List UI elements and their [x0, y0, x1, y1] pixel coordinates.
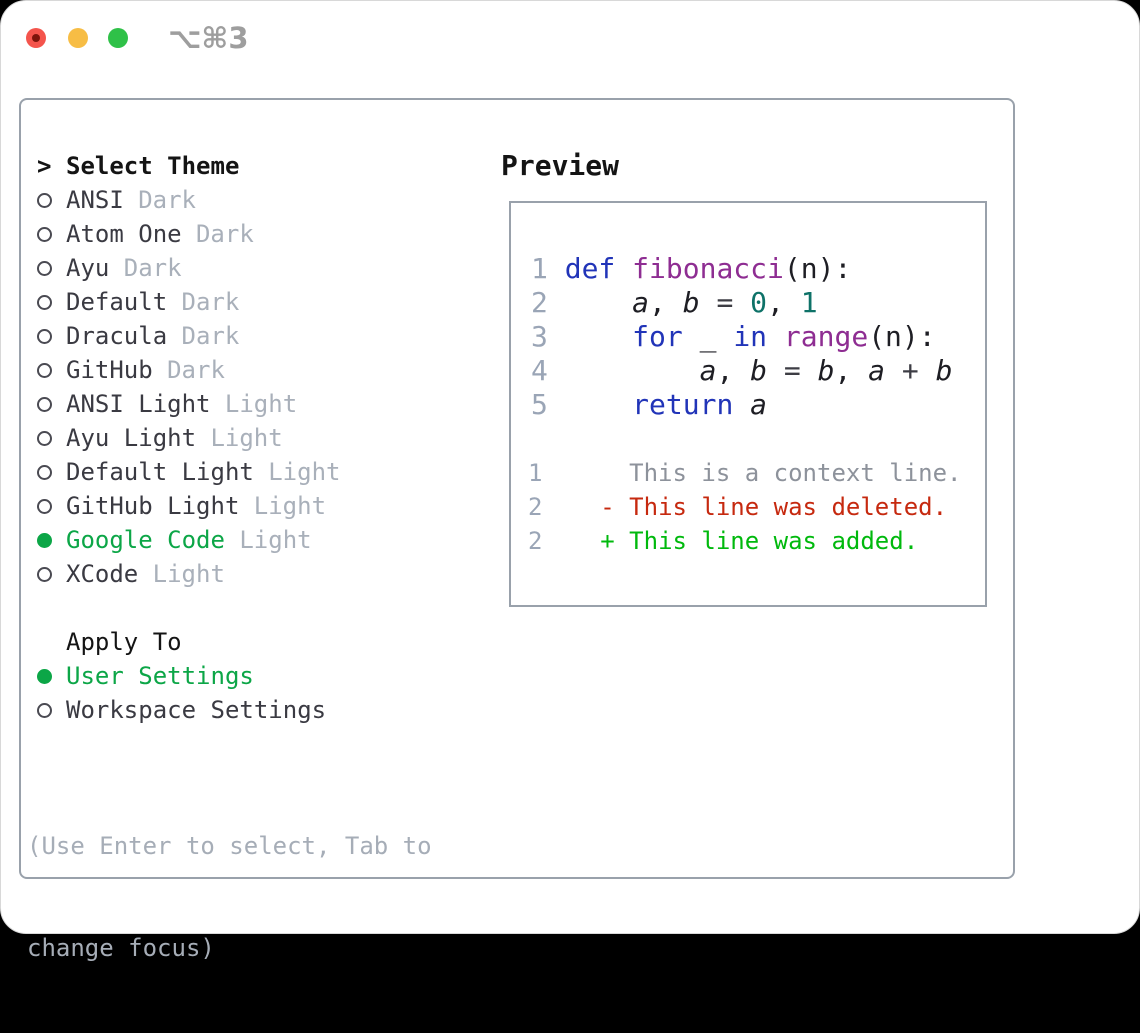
select-theme-title: Select Theme — [66, 152, 240, 180]
theme-option[interactable]: Ayu Dark — [37, 251, 340, 285]
apply-to-title: Apply To — [66, 628, 182, 656]
preview-title: Preview — [501, 149, 620, 182]
help-text: (Use Enter to select, Tab to change focu… — [27, 761, 432, 1033]
list-spacer — [37, 591, 340, 625]
theme-name: Dracula — [66, 322, 168, 350]
radio-icon — [37, 387, 66, 421]
radio-icon — [37, 455, 66, 489]
theme-variant-tag: Light — [239, 526, 312, 554]
theme-variant-tag: Light — [224, 390, 298, 418]
code-line: 2 - This line was deleted. — [528, 493, 948, 521]
theme-variant-tag: Light — [152, 560, 225, 588]
theme-name: GitHub — [66, 356, 153, 384]
theme-name: Ayu — [66, 254, 110, 282]
theme-option[interactable]: XCode Light — [37, 557, 340, 591]
theme-option[interactable]: ANSI Dark — [37, 183, 340, 217]
theme-option[interactable]: ANSI Light Light — [37, 387, 340, 421]
code-line: 1 This is a context line. — [528, 459, 962, 487]
theme-list: > Select Theme ANSI Dark Atom One Dark A… — [37, 149, 340, 727]
apply-option[interactable]: User Settings — [37, 659, 340, 693]
theme-name: XCode — [66, 560, 139, 588]
theme-variant-tag: Dark — [181, 322, 240, 350]
theme-option[interactable]: Default Dark — [37, 285, 340, 319]
theme-option[interactable]: Atom One Dark — [37, 217, 340, 251]
help-line: (Use Enter to select, Tab to — [27, 832, 432, 860]
theme-name: Default Light — [66, 458, 254, 486]
apply-to-indent — [37, 625, 66, 659]
radio-icon — [37, 217, 66, 251]
theme-option[interactable]: Default Light Light — [37, 455, 340, 489]
radio-icon — [37, 523, 66, 557]
theme-variant-tag: Dark — [167, 356, 225, 384]
theme-option[interactable]: Dracula Dark — [37, 319, 340, 353]
theme-name: Google Code — [66, 526, 225, 554]
apply-option-name: User Settings — [66, 662, 254, 690]
theme-variant-tag: Light — [253, 492, 327, 520]
code-line: 2 a, b = 0, 1 — [531, 286, 818, 319]
radio-icon — [37, 285, 66, 319]
theme-option[interactable]: GitHub Light Light — [37, 489, 340, 523]
code-line: 1 def fibonacci(n): — [531, 252, 852, 285]
apply-to-options: User Settings Workspace Settings — [37, 659, 340, 727]
code-line: 2 + This line was added. — [528, 527, 919, 555]
apply-option[interactable]: Workspace Settings — [37, 693, 340, 727]
apply-option-name: Workspace Settings — [66, 696, 327, 724]
close-button-icon[interactable] — [26, 28, 46, 48]
radio-icon — [37, 693, 66, 727]
theme-variant-tag: Dark — [123, 254, 182, 282]
minimize-button-icon[interactable] — [68, 28, 88, 48]
theme-variant-tag: Dark — [195, 220, 254, 248]
code-line: 4 a, b = b, a + b — [531, 354, 953, 387]
theme-variant-tag: Dark — [181, 288, 240, 316]
apply-to-header: Apply To — [37, 625, 340, 659]
code-line: 3 for _ in range(n): — [531, 320, 936, 353]
cursor-marker-icon: > — [37, 152, 52, 180]
theme-name: ANSI — [66, 186, 124, 214]
radio-icon — [37, 353, 66, 387]
theme-name: Default — [66, 288, 168, 316]
theme-options: ANSI Dark Atom One Dark Ayu Dark Default… — [37, 183, 340, 591]
radio-icon — [37, 251, 66, 285]
zoom-button-icon[interactable] — [108, 28, 128, 48]
theme-name: ANSI Light — [66, 390, 211, 418]
code-line: 5 return a — [531, 388, 768, 421]
radio-icon — [37, 557, 66, 591]
keyboard-shortcut-label: ⌥⌘3 — [168, 21, 249, 55]
theme-variant-tag: Light — [268, 458, 341, 486]
theme-name: Ayu Light — [66, 424, 197, 452]
theme-name: GitHub Light — [66, 492, 240, 520]
theme-option[interactable]: GitHub Dark — [37, 353, 340, 387]
radio-icon — [37, 319, 66, 353]
app-window: ⌥⌘3 > Select Theme ANSI Dark Atom One Da… — [0, 0, 1140, 962]
radio-icon — [37, 489, 66, 523]
theme-option[interactable]: Ayu Light Light — [37, 421, 340, 455]
radio-icon — [37, 183, 66, 217]
select-theme-header: > Select Theme — [37, 149, 340, 183]
theme-variant-tag: Light — [210, 424, 283, 452]
help-line: change focus) — [27, 934, 215, 962]
diff-preview: 1 This is a context line. 2 - This line w… — [511, 422, 985, 558]
theme-variant-tag: Dark — [138, 186, 196, 214]
radio-icon — [37, 659, 66, 693]
radio-icon — [37, 421, 66, 455]
theme-option[interactable]: Google Code Light — [37, 523, 340, 557]
theme-name: Atom One — [66, 220, 182, 248]
